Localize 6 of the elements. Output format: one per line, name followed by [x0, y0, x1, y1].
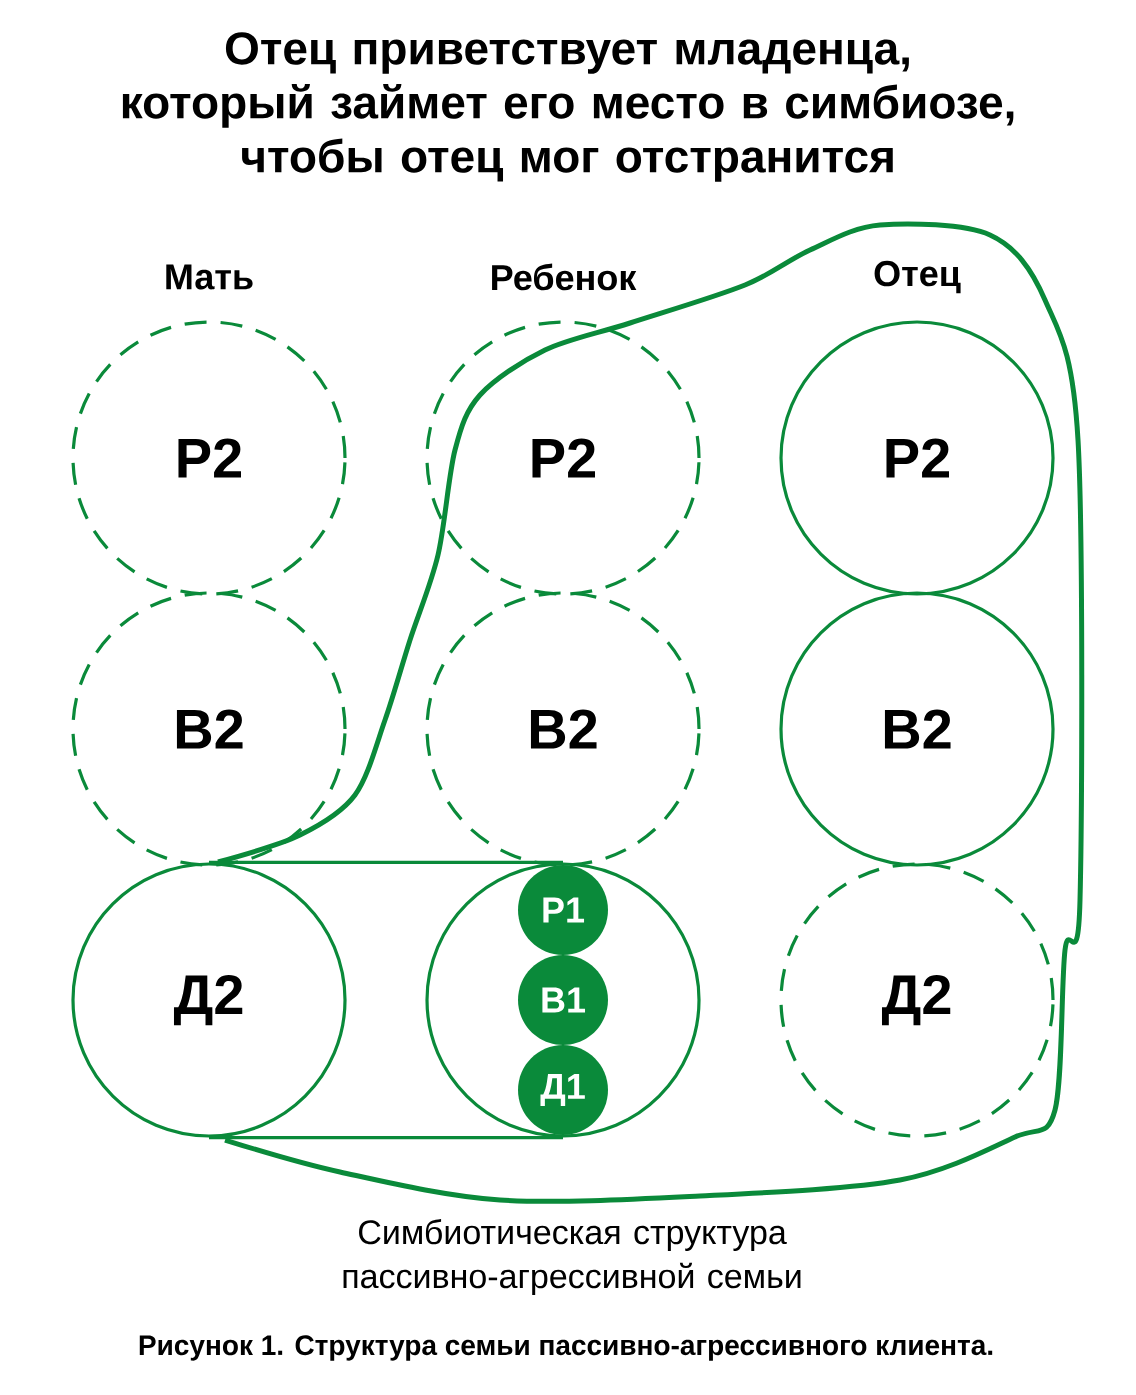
subtitle: Симбиотическая структура пассивно-агрессивной семьи — [343, 1219, 801, 1295]
circle — [425, 862, 701, 1138]
caption: Рисунок 1. Структура семьи пассивно-агрессивного клиента. — [139, 1335, 993, 1361]
title: Отец приветствует младенца, который займет его место в симбиозе, чтобы отец мог отстранится — [122, 32, 1014, 182]
connector-line — [209, 1136, 563, 1140]
connector-line — [209, 860, 563, 864]
